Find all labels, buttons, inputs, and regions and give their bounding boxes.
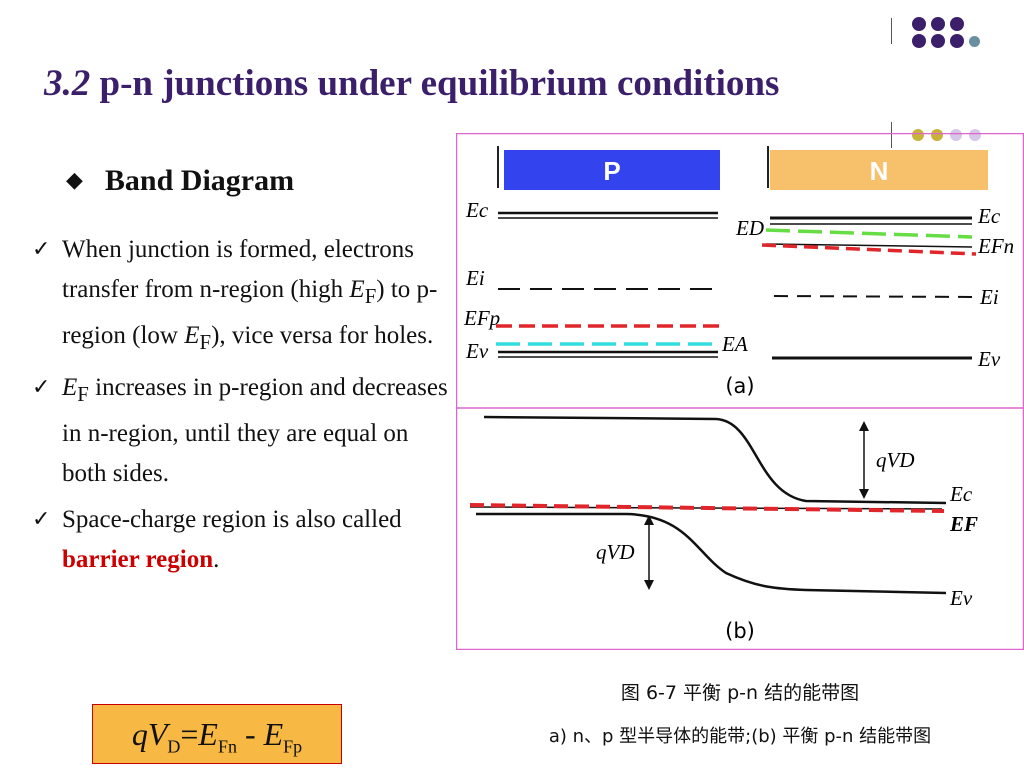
band-diagram-figure: P N Ec Ei EFp Ev EA ED [456, 133, 1024, 650]
figure-caption-line2: a) n、p 型半导体的能带;(b) 平衡 p-n 结能带图 [548, 726, 932, 747]
bullet-item-3: ✓ Space-charge region is also called bar… [32, 500, 452, 580]
title-text: p-n junctions under equilibrium conditio… [99, 63, 780, 104]
n-ec-label: Ec [977, 204, 1001, 228]
eq-ec-curve [483, 415, 947, 505]
eq-ec-label: Ec [949, 482, 973, 506]
n-ei-line [773, 295, 975, 298]
title-number: 3.2 [44, 63, 91, 104]
bullet-item-2: ✓EF increases in p-region and decreases … [32, 368, 452, 494]
section-heading: ◆ Band Diagram [66, 164, 294, 198]
panel-b: Ec EF Ev qVD qVD (b) [469, 415, 978, 643]
section-heading-text: Band Diagram [104, 164, 295, 197]
qvd-bottom-label: qVD [596, 540, 635, 564]
n-region-box [770, 150, 988, 190]
qvd-top-label: qVD [876, 448, 915, 472]
check-icon: ✓ [32, 375, 51, 400]
diamond-bullet-icon: ◆ [66, 167, 83, 192]
eq-ev-curve [476, 512, 947, 595]
n-ev-label: Ev [977, 347, 1001, 371]
n-ef-line [761, 243, 977, 256]
check-icon: ✓ [32, 237, 51, 262]
panel-a: P N Ec Ei EFp Ev EA ED [463, 146, 1014, 398]
eq-ef-line [469, 503, 945, 513]
n-region-label: N [870, 156, 889, 186]
eq-ef-label: EF [949, 512, 978, 536]
p-region-label: P [603, 156, 620, 186]
decor-line-top [891, 18, 892, 44]
p-region-box [504, 150, 720, 190]
eq-ev-label: Ev [949, 586, 973, 610]
p-ef-label: EFp [463, 306, 500, 330]
p-ea-label: EA [721, 332, 748, 356]
panel-b-label: (b) [725, 619, 755, 643]
bullet-item-1: ✓When junction is formed, electrons tran… [32, 230, 452, 362]
bullet-list: ✓When junction is formed, electrons tran… [32, 230, 452, 586]
decor-line-mid [891, 122, 892, 148]
n-ed-label: ED [735, 216, 764, 240]
p-ei-label: Ei [465, 266, 485, 290]
page-title: 3.2 p-n junctions under equilibrium cond… [44, 62, 1004, 105]
p-ev-label: Ev [465, 339, 489, 363]
n-ef-label: EFn [977, 234, 1014, 258]
panel-a-label: (a) [725, 374, 754, 398]
check-icon: ✓ [32, 507, 51, 532]
figure-caption-line1: 图 6-7 平衡 p-n 结的能带图 [620, 682, 860, 704]
p-ec-label: Ec [465, 198, 489, 222]
n-ed-line [765, 228, 973, 239]
formula-box: qVD=EFn - EFp [92, 704, 342, 764]
barrier-region-text: barrier region [62, 546, 214, 573]
n-ei-label: Ei [979, 285, 999, 309]
